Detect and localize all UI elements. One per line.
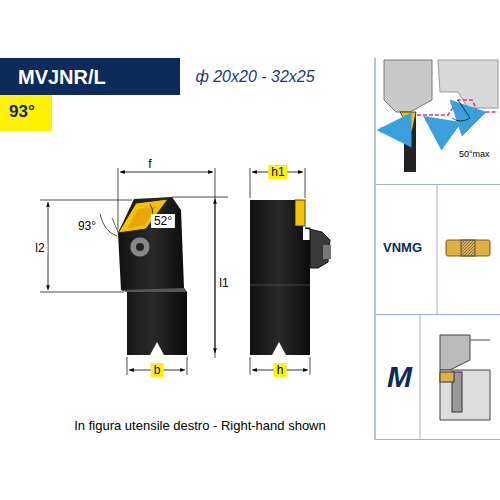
node-text: VNMG [383, 241, 500, 255]
dimension-h1: h1 [268, 165, 287, 179]
angle-52: 52° [151, 214, 175, 228]
dimension-l1: l1 [216, 276, 231, 290]
dimension-f: f [145, 157, 154, 171]
angle-badge: 93° [0, 95, 52, 131]
angle-93: 93° [75, 219, 99, 233]
dimension-b: b [151, 363, 164, 377]
insert-panel: VNMG [375, 185, 500, 315]
size-range: ф 20x20 - 32x25 [195, 69, 314, 85]
application-panel: 50°max [375, 58, 500, 185]
model-banner: MVJNR/L [0, 58, 180, 95]
dimension-l2: l2 [32, 241, 47, 255]
caption: In figura utensile destro - Right-hand s… [74, 419, 325, 432]
node-text: 50°max [459, 150, 500, 160]
clamp-panel: M [375, 315, 500, 440]
node-text: M [387, 360, 500, 393]
node-text: 93° [9, 103, 52, 122]
node-text: MVJNR/L [18, 66, 180, 88]
dimension-h: h [274, 363, 287, 377]
